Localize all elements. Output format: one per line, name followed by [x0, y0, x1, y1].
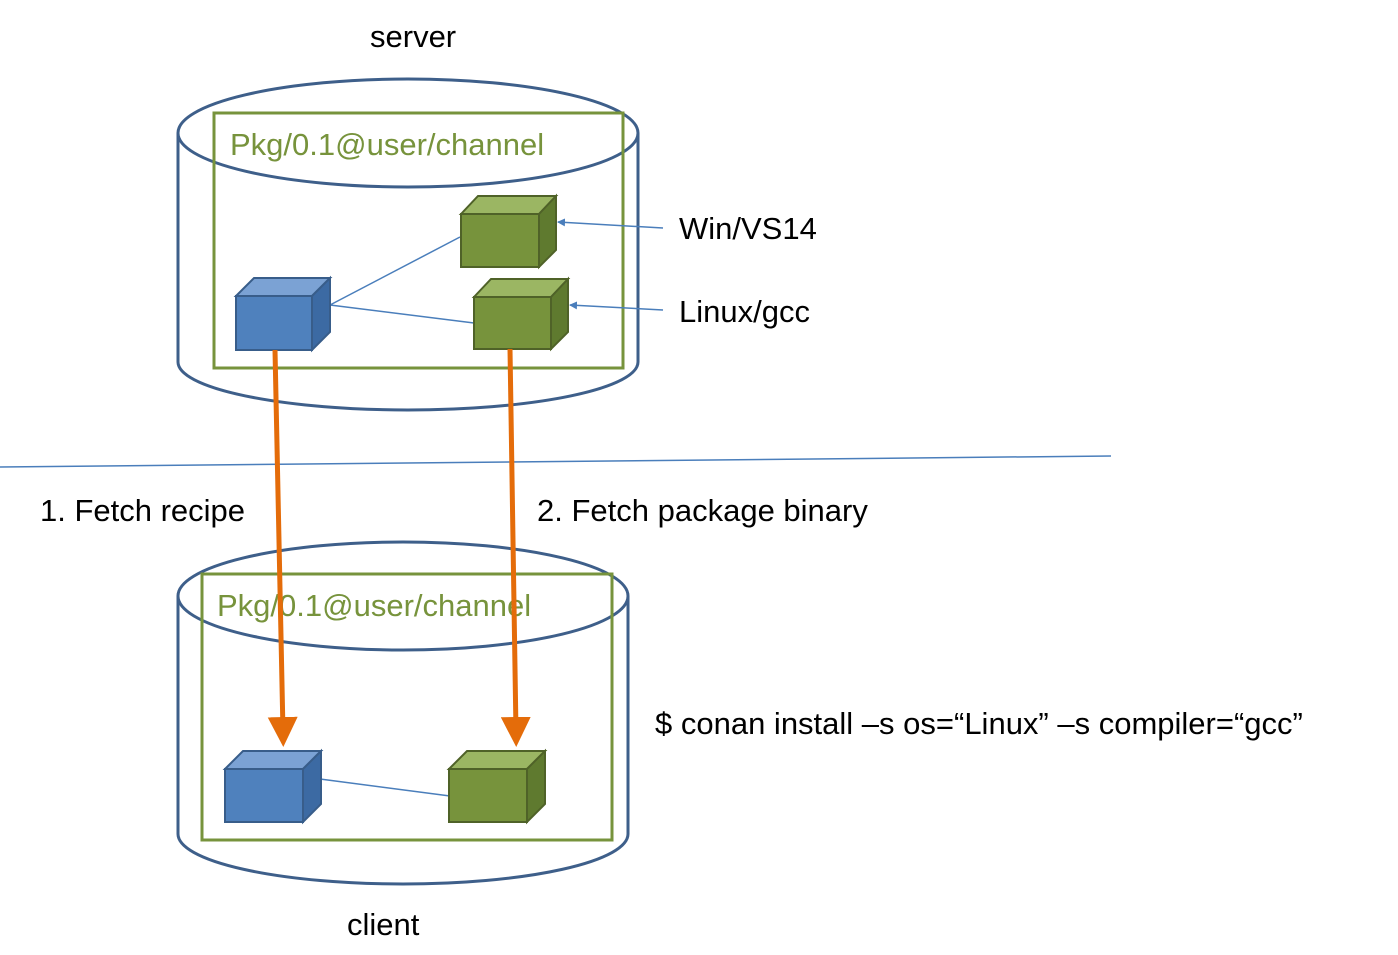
client-package-frame — [200, 572, 614, 842]
server-recipe-box — [233, 275, 333, 353]
fetch-binary-arrow — [500, 348, 531, 747]
server-linux-binary-box — [471, 276, 571, 352]
recipe-to-linux-connector — [329, 304, 475, 324]
server-cylinder — [176, 77, 640, 412]
linux-label-pointer — [569, 301, 664, 311]
recipe-to-win-connector — [329, 236, 461, 306]
step-fetch-recipe-label: 1. Fetch recipe — [40, 493, 245, 528]
client-cylinder — [176, 540, 630, 886]
client-package-ref: Pkg/0.1@user/channel — [217, 588, 531, 623]
win-label-pointer — [557, 218, 664, 229]
conan-install-command: $ conan install –s os=“Linux” –s compile… — [655, 706, 1303, 741]
step-fetch-binary-label: 2. Fetch package binary — [537, 493, 868, 528]
client-recipe-binary-connector — [319, 778, 451, 797]
client-recipe-box — [222, 748, 324, 825]
client-binary-box — [446, 748, 548, 825]
client-title: client — [347, 907, 420, 942]
server-client-divider — [0, 455, 1112, 468]
linux-gcc-label: Linux/gcc — [679, 294, 810, 329]
win-vs14-label: Win/VS14 — [679, 211, 817, 246]
server-package-ref: Pkg/0.1@user/channel — [230, 127, 544, 162]
server-title: server — [370, 19, 456, 54]
server-package-frame — [212, 111, 625, 370]
server-win-binary-box — [458, 193, 559, 270]
fetch-recipe-arrow — [267, 349, 298, 747]
